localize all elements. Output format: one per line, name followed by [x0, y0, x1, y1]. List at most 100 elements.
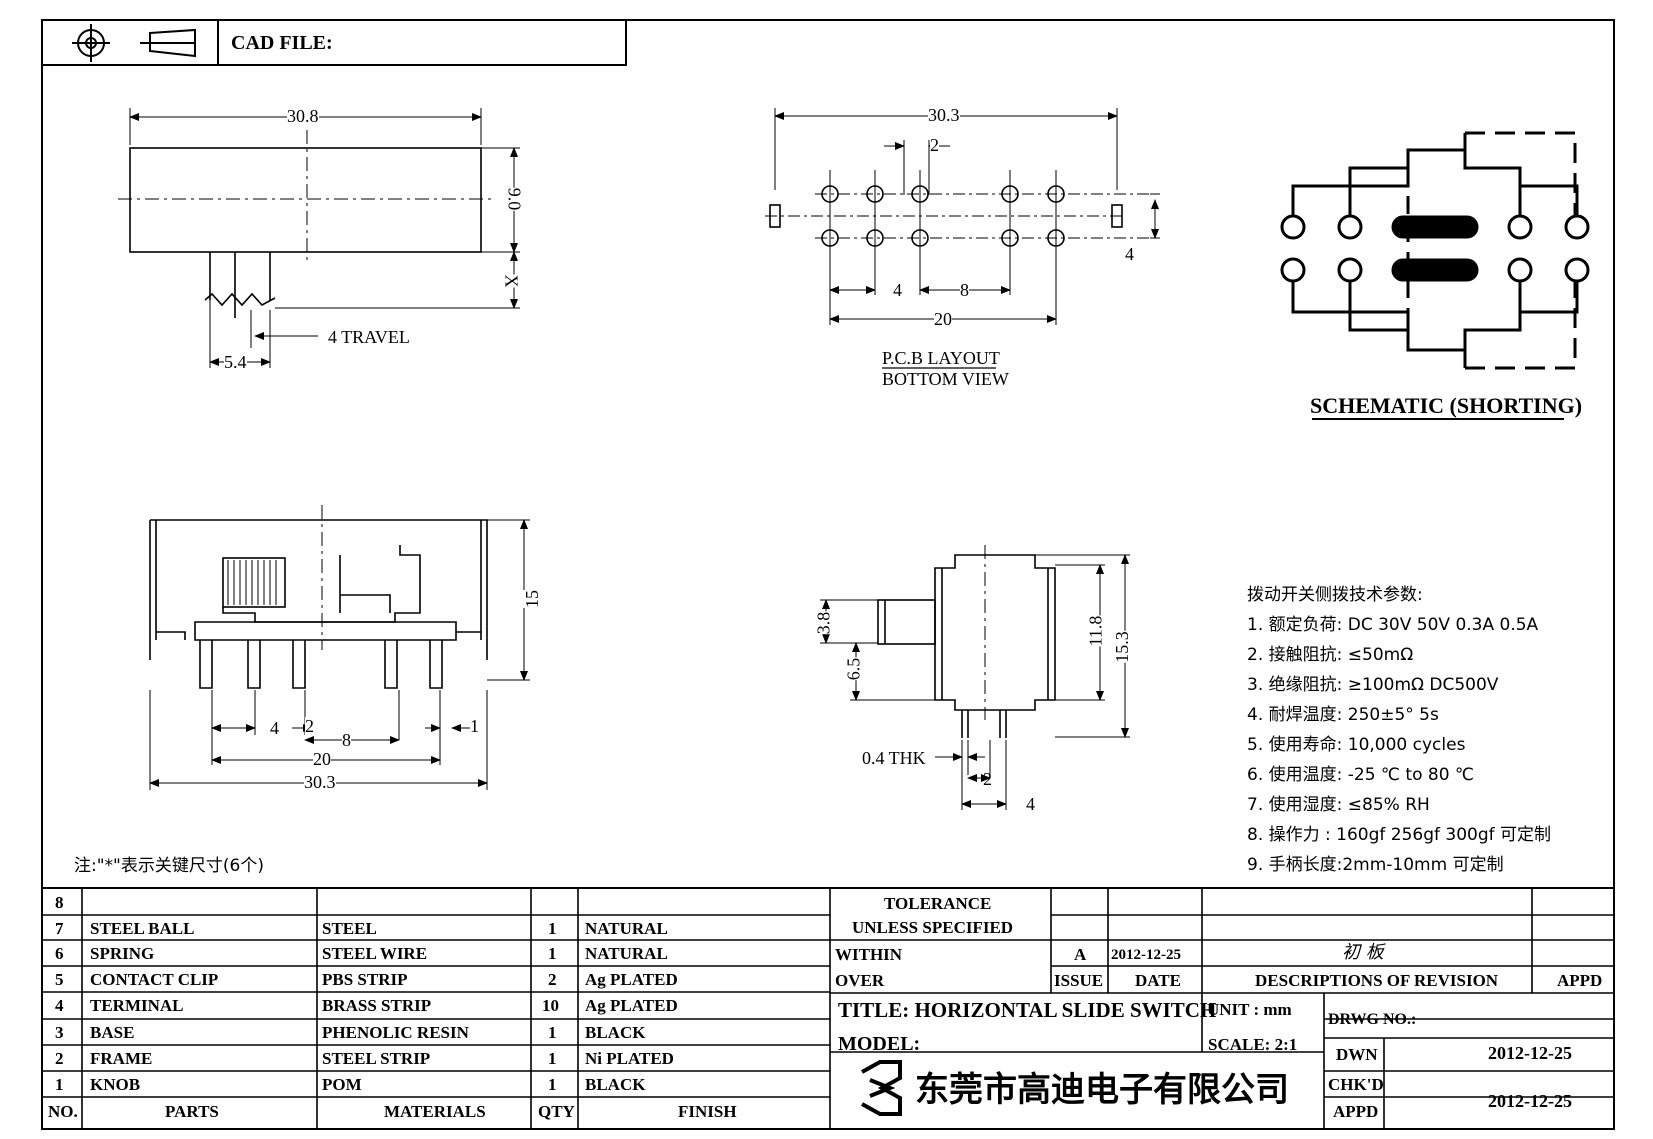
specs-title: 拨动开关侧拨技术参数:: [1247, 585, 1423, 605]
top-dim-width: 30.8: [287, 106, 319, 126]
side-dim-thk: 0.4 THK: [862, 748, 926, 768]
side-dim-6-5: 6.5: [843, 657, 864, 681]
pcb-caption-line2: BOTTOM VIEW: [882, 369, 1009, 389]
spec-item: 5. 使用寿命: 10,000 cycles: [1247, 735, 1466, 755]
appd-label: APPD: [1333, 1102, 1379, 1121]
bom-qty: 10: [542, 996, 559, 1015]
header-strip: [42, 20, 627, 66]
front-note: 注:"*"表示关键尺寸(6个): [74, 856, 264, 876]
bom-header-materials: MATERIALS: [384, 1102, 486, 1121]
chkd-date: 2012-12-25: [1488, 1091, 1572, 1111]
revision-letter: A: [1074, 945, 1087, 964]
front-view: [149, 505, 530, 790]
bom-finish: NATURAL: [585, 944, 668, 963]
pcb-dim-8: 8: [960, 280, 969, 300]
descriptions-label: DESCRIPTIONS OF REVISION: [1255, 971, 1499, 990]
side-dim-11-8: 11.8: [1085, 615, 1106, 647]
pcb-dim-side: 4: [1125, 244, 1134, 264]
bom-finish: BLACK: [585, 1075, 646, 1094]
bom-qty: 2: [548, 970, 557, 989]
company-logo-icon: [861, 1060, 902, 1116]
spec-item: 4. 耐焊温度: 250±5° 5s: [1247, 705, 1439, 725]
bom-material: STEEL WIRE: [322, 944, 428, 963]
issue-label: ISSUE: [1054, 971, 1104, 990]
front-dim-30-3: 30.3: [304, 772, 336, 792]
bom-header-finish: FINISH: [678, 1102, 737, 1121]
bom-qty: 1: [548, 1075, 557, 1094]
bom-part: SPRING: [90, 944, 155, 963]
pcb-dim-20: 20: [934, 309, 952, 329]
bom-material: STEEL: [322, 919, 377, 938]
top-dim-offset: 5.4: [224, 352, 247, 372]
bom-material: PBS STRIP: [322, 970, 408, 989]
bom-qty: 1: [548, 944, 557, 963]
spec-item: 9. 手柄长度:2mm-10mm 可定制: [1247, 855, 1504, 875]
schematic-title: SCHEMATIC (SHORTING): [1310, 393, 1583, 418]
side-view: [820, 545, 1130, 810]
spec-item: 2. 接触阻抗: ≤50mΩ: [1247, 645, 1414, 665]
spec-item: 3. 绝缘阻抗: ≥100mΩ DC500V: [1247, 675, 1499, 695]
bom-material: PHENOLIC RESIN: [322, 1023, 469, 1042]
bom-finish: Ag PLATED: [585, 996, 678, 1015]
projection-symbol-icon: [72, 24, 196, 62]
front-dim-2: 2: [305, 716, 314, 736]
bom-no: 7: [55, 919, 64, 938]
pcb-dim-pitch: 2: [930, 135, 939, 155]
bom-part: TERMINAL: [90, 996, 184, 1015]
bom-header-no: NO.: [48, 1102, 78, 1121]
bom-no: 8: [55, 893, 64, 912]
sheet-border: [41, 19, 1615, 1130]
bom-no: 2: [55, 1049, 64, 1068]
top-dim-travel: 4 TRAVEL: [328, 327, 410, 347]
front-dim-8: 8: [342, 730, 351, 750]
side-dim-3-8: 3.8: [813, 611, 834, 635]
date-label: DATE: [1135, 971, 1181, 990]
bom-header-parts: PARTS: [165, 1102, 219, 1121]
dwn-date: 2012-12-25: [1488, 1043, 1572, 1063]
pcb-layout-view: [765, 108, 1160, 369]
spec-item: 7. 使用湿度: ≤85% RH: [1247, 795, 1430, 815]
bom-finish: Ni PLATED: [585, 1049, 674, 1068]
over-label: OVER: [835, 971, 885, 990]
company-name: 东莞市高迪电子有限公司: [915, 1070, 1289, 1110]
within-label: WITHIN: [835, 945, 903, 964]
schematic-diagram: [1280, 131, 1590, 370]
tolerance-line2: UNLESS SPECIFIED: [852, 918, 1014, 937]
bom-part: KNOB: [90, 1075, 141, 1094]
bom-qty: 1: [548, 919, 557, 938]
pcb-dim-4: 4: [893, 280, 902, 300]
drawing-title: TITLE: HORIZONTAL SLIDE SWITCH: [838, 998, 1217, 1022]
bom-finish: BLACK: [585, 1023, 646, 1042]
bom-qty: 1: [548, 1023, 557, 1042]
appd-header: APPD: [1557, 971, 1603, 990]
spec-item: 8. 操作力 : 160gf 256gf 300gf 可定制: [1247, 825, 1552, 845]
spec-item: 1. 额定负荷: DC 30V 50V 0.3A 0.5A: [1247, 615, 1539, 635]
top-view: [118, 108, 520, 368]
dwn-label: DWN: [1336, 1045, 1378, 1064]
spec-item: 6. 使用温度: -25 ℃ to 80 ℃: [1247, 765, 1475, 785]
side-dim-15-3: 15.3: [1111, 631, 1132, 663]
front-dim-15: 15: [522, 590, 542, 608]
revision-date: 2012-12-25: [1111, 947, 1181, 963]
drwg-no-label: DRWG NO.:: [1328, 1011, 1417, 1028]
unit-label: UNIT : mm: [1207, 1000, 1292, 1019]
bom-no: 4: [55, 996, 64, 1015]
bom-qty: 1: [548, 1049, 557, 1068]
cad-file-label: CAD FILE:: [231, 32, 333, 54]
revision-description: 初 板: [1342, 942, 1384, 963]
chkd-label: CHK'D: [1328, 1075, 1384, 1094]
bom-material: BRASS STRIP: [322, 996, 432, 1015]
top-dim-x: X: [501, 274, 522, 288]
bom-finish: Ag PLATED: [585, 970, 678, 989]
top-dim-height: 9.0: [504, 187, 525, 211]
front-dim-20: 20: [313, 749, 331, 769]
bom-no: 1: [55, 1075, 64, 1094]
bom-no: 3: [55, 1023, 64, 1042]
pcb-caption-line1: P.C.B LAYOUT: [882, 348, 1000, 368]
bom-material: STEEL STRIP: [322, 1049, 431, 1068]
front-dim-1: 1: [470, 716, 479, 736]
front-dim-4: 4: [270, 718, 279, 738]
pcb-dim-width: 30.3: [928, 105, 960, 125]
model-label: MODEL:: [838, 1033, 921, 1055]
